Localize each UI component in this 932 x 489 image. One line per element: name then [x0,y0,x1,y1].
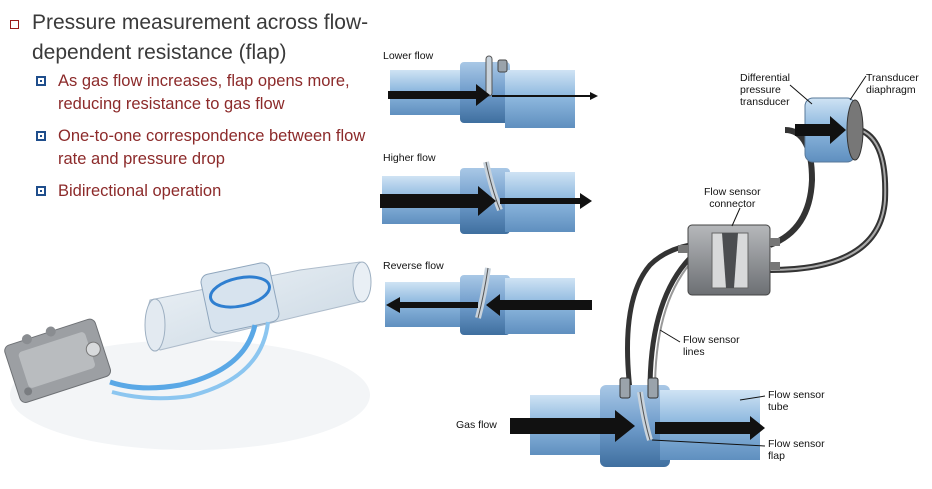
flow-sensor-tube-label: Flow sensor tube [768,389,825,413]
sub-bullet-text: As gas flow increases, flap opens more, … [58,72,350,113]
higher-flow-diagram [380,161,592,234]
system-diagram [510,75,889,467]
transducer-diaphragm-label: Transducer diaphragm [866,72,919,96]
square-bullet-icon [36,186,46,196]
square-bullet-icon [36,76,46,86]
reverse-flow-label: Reverse flow [383,260,444,272]
differential-pressure-transducer-label: Differential pressure transducer [740,72,790,108]
flow-sensor-lines-label: Flow sensor lines [683,334,740,358]
sub-bullet-text: Bidirectional operation [58,182,222,200]
main-bullet-text: Pressure measurement across flow-depende… [32,11,369,64]
higher-flow-label: Higher flow [383,152,436,164]
square-bullet-icon [10,20,19,29]
flow-sensor-flap-label: Flow sensor flap [768,438,825,462]
lower-flow-diagram [388,55,598,128]
sub-bullet-text: One-to-one correspondence between flow r… [58,127,366,168]
square-bullet-icon [36,131,46,141]
flow-sensor-photo [4,261,372,450]
flow-sensor-connector-label: Flow sensor connector [704,186,761,210]
gas-flow-label: Gas flow [456,419,497,431]
reverse-flow-diagram [385,267,592,335]
lower-flow-label: Lower flow [383,50,434,62]
